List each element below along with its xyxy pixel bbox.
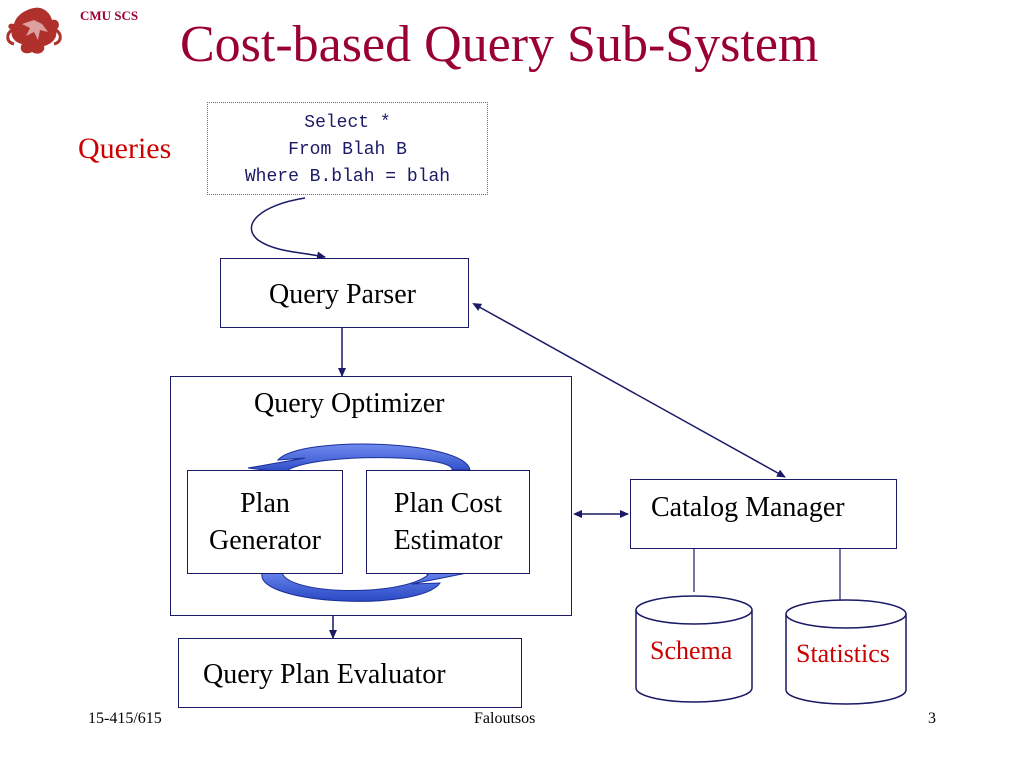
- plan-generator-box: Plan Generator: [187, 470, 343, 574]
- query-optimizer-label: Query Optimizer: [254, 388, 445, 419]
- plan-cost-estimator-box: Plan Cost Estimator: [366, 470, 530, 574]
- cmu-dragon-logo: [6, 7, 62, 54]
- query-optimizer-box: [170, 376, 572, 616]
- sql-line-select: Select *: [304, 113, 391, 133]
- catalog-manager-label: Catalog Manager: [651, 492, 845, 523]
- query-plan-evaluator-box: Query Plan Evaluator: [178, 638, 522, 708]
- statistics-label: Statistics: [796, 639, 890, 668]
- plan-cost-estimator-line1: Plan Cost: [393, 488, 503, 519]
- statistics-cylinder: [785, 599, 907, 705]
- sql-query-box: Select * From Blah B Where B.blah = blah: [207, 102, 488, 195]
- cycle-arrow-bottom: [261, 567, 468, 602]
- sql-to-parser-arrow: [250, 197, 326, 260]
- slide-title: Cost-based Query Sub-System: [180, 16, 819, 73]
- cycle-arrow-top: [247, 443, 471, 475]
- plan-generator-line2: Generator: [209, 525, 321, 556]
- footer-course: 15-415/615: [88, 710, 162, 727]
- footer-author: Faloutsos: [474, 710, 536, 727]
- plan-generator-line1: Plan: [240, 488, 290, 519]
- sql-line-from: From Blah B: [288, 140, 407, 160]
- schema-label: Schema: [650, 636, 733, 665]
- plan-cost-estimator-line2: Estimator: [393, 525, 503, 556]
- schema-cylinder: [635, 595, 753, 703]
- query-parser-box: Query Parser: [220, 258, 469, 328]
- sql-line-where: Where B.blah = blah: [244, 167, 451, 187]
- parser-catalog-arrow: [472, 303, 786, 478]
- footer-page-number: 3: [928, 710, 936, 727]
- query-plan-evaluator-label: Query Plan Evaluator: [203, 659, 446, 690]
- query-parser-label: Query Parser: [269, 279, 416, 310]
- catalog-manager-box: Catalog Manager: [630, 479, 897, 549]
- logo-text: CMU SCS: [80, 8, 139, 23]
- queries-label: Queries: [78, 132, 172, 165]
